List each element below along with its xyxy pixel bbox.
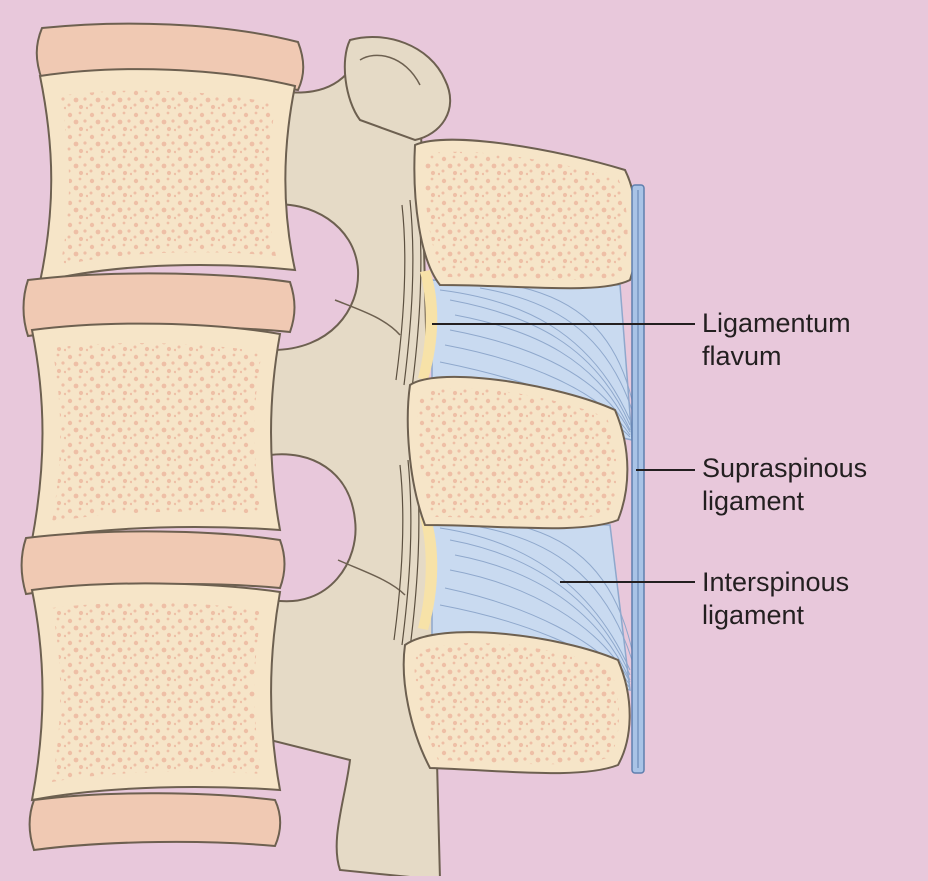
vertebral-column — [20, 22, 305, 852]
disc-2 — [22, 272, 296, 338]
label-supraspinous-line1: Supraspinous — [702, 453, 868, 483]
ligamentum-flavum — [418, 270, 438, 630]
label-interspinous-line2: ligament — [702, 600, 805, 630]
label-ligamentum-flavum: Ligamentum flavum — [702, 307, 851, 373]
spinous-process-1 — [413, 138, 638, 290]
disc-4 — [28, 792, 282, 852]
posterior-arch — [263, 36, 452, 881]
label-supraspinous-line2: ligament — [702, 486, 805, 516]
spinous-process-3 — [402, 631, 631, 775]
label-supraspinous-ligament: Supraspinous ligament — [702, 452, 867, 518]
disc-3 — [20, 530, 286, 596]
label-interspinous-line1: Interspinous — [702, 567, 850, 597]
spinous-process-2 — [406, 375, 629, 530]
label-ligamentum-flavum-line1: Ligamentum — [702, 308, 851, 338]
label-ligamentum-flavum-line2: flavum — [702, 341, 782, 371]
label-interspinous-ligament: Interspinous ligament — [702, 566, 849, 632]
